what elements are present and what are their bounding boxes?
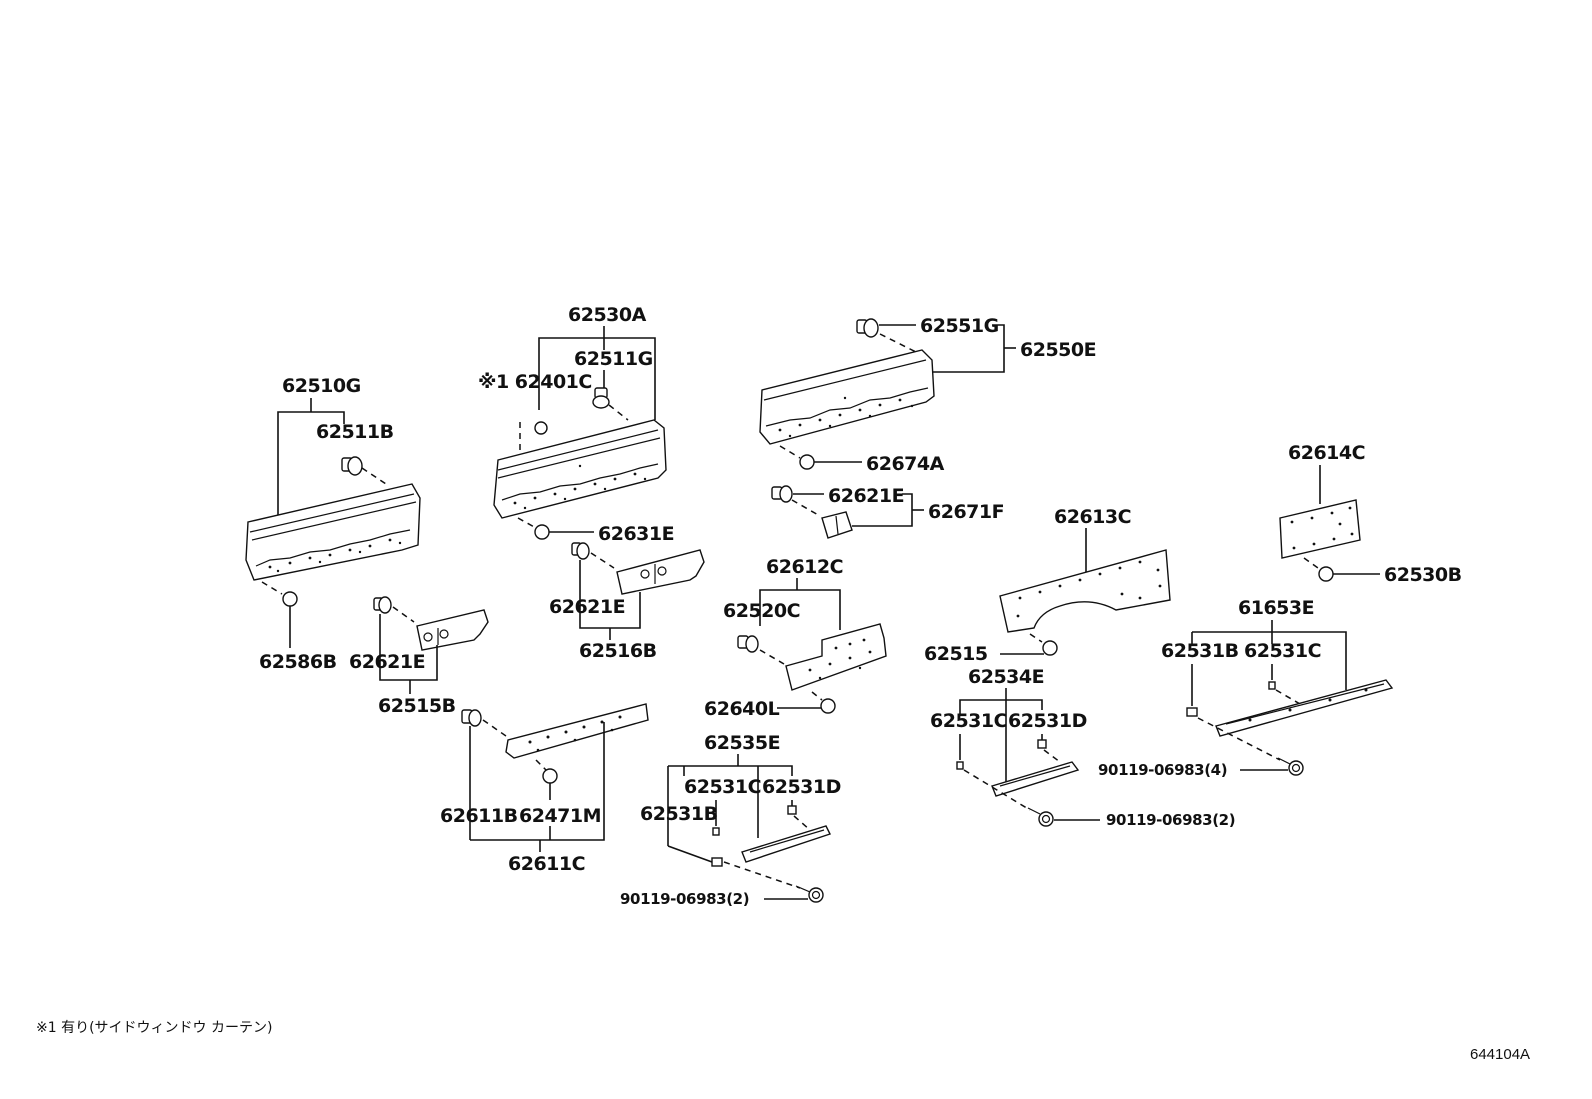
clip-62401c-icon [534, 421, 548, 435]
trim-panel-62550e [759, 349, 935, 445]
clip-62511g-icon [592, 387, 610, 409]
part-label-62531d-b[interactable]: 62531D [1008, 710, 1087, 732]
clip-62531b-a-icon [711, 857, 723, 867]
bolt-90119-a-icon [795, 885, 824, 903]
clip-62511b-icon [341, 456, 363, 476]
group-62612c: 62612C 62520C 62640L [704, 556, 887, 720]
group-62516b: 62621E 62516B [549, 542, 705, 662]
part-label-62531c-a[interactable]: 62531C [684, 776, 762, 798]
bracket-62671f [821, 511, 853, 539]
part-label-62510g[interactable]: 62510G [282, 375, 361, 397]
part-label-62621e-a[interactable]: 62621E [349, 651, 426, 673]
group-62614c: 62614C 62530B [1279, 442, 1462, 586]
part-label-62671f[interactable]: 62671F [928, 501, 1005, 523]
part-label-90119-b[interactable]: 90119-06983(2) [1106, 811, 1236, 829]
part-label-62674a[interactable]: 62674A [866, 453, 945, 475]
group-62671f: 62621E 62671F [771, 485, 1005, 539]
part-label-62530a[interactable]: 62530A [568, 304, 647, 326]
clip-62611b-icon [461, 709, 482, 727]
part-label-62401c[interactable]: ※1 62401C [478, 371, 592, 393]
part-label-62535e[interactable]: 62535E [704, 732, 781, 754]
part-label-62612c[interactable]: 62612C [766, 556, 844, 578]
moulding-strip-61653e [1215, 679, 1394, 737]
part-label-62611b[interactable]: 62611B [440, 805, 518, 827]
clip-62631e-icon [534, 524, 550, 540]
footnote: ※1 有り(サイドウィンドウ カーテン) [36, 1020, 273, 1036]
part-label-62586b[interactable]: 62586B [259, 651, 337, 673]
moulding-strip-62534e [991, 761, 1080, 797]
clip-62621e-icon [373, 596, 392, 614]
group-62534e: 62534E 62531C 62531D 90119-06983(2) [930, 666, 1236, 829]
moulding-strip-62535e [741, 825, 831, 863]
group-61653e: 61653E 62531B 62531C 90119-06983(4) [1098, 597, 1394, 779]
wheel-arch-panel-62613c [999, 549, 1171, 633]
part-label-62621e-c[interactable]: 62621E [828, 485, 905, 507]
clip-62471m-icon [542, 768, 558, 784]
part-label-62531b-a[interactable]: 62531B [640, 803, 718, 825]
part-label-62551g[interactable]: 62551G [920, 315, 999, 337]
part-label-62613c[interactable]: 62613C [1054, 506, 1132, 528]
clip-62621e-b-icon [571, 542, 590, 560]
part-label-62631e[interactable]: 62631E [598, 523, 675, 545]
part-label-62640l[interactable]: 62640L [704, 698, 780, 720]
trim-piece-62516b [616, 549, 705, 595]
part-label-62531c-c[interactable]: 62531C [1244, 640, 1322, 662]
part-label-62621e-b[interactable]: 62621E [549, 596, 626, 618]
group-62530a: 62530A 62511G ※1 62401C [478, 304, 675, 545]
diagram-code: 644104A [1470, 1046, 1531, 1063]
part-label-62511b[interactable]: 62511B [316, 421, 394, 443]
part-label-62531d-a[interactable]: 62531D [762, 776, 841, 798]
group-62550e: 62551G 62550E 62674A [759, 315, 1097, 475]
trim-panel-62510g [245, 483, 421, 581]
part-label-62550e[interactable]: 62550E [1020, 339, 1097, 361]
part-label-62530b[interactable]: 62530B [1384, 564, 1462, 586]
part-label-62516b[interactable]: 62516B [579, 640, 657, 662]
clip-62531c-b-icon [956, 761, 964, 770]
clip-62586b-icon [282, 591, 298, 607]
group-62611c: 62611B 62471M 62611C [440, 703, 649, 875]
part-label-62614c[interactable]: 62614C [1288, 442, 1366, 464]
clip-62621e-c-icon [771, 485, 793, 503]
part-label-62511g[interactable]: 62511G [574, 348, 653, 370]
clip-62531d-b-icon [1037, 739, 1047, 749]
trim-panel-62530a [493, 419, 667, 519]
part-label-62534e[interactable]: 62534E [968, 666, 1045, 688]
bolt-90119-b-icon [1027, 807, 1054, 827]
part-label-62471m[interactable]: 62471M [519, 805, 602, 827]
clip-62531b-b-icon [1186, 707, 1198, 717]
clip-62531c-c-icon [1268, 681, 1276, 690]
clip-62640l-icon [820, 698, 836, 714]
clip-62674a-icon [799, 454, 815, 470]
trim-piece-62515b [416, 609, 489, 651]
bolt-90119-c-icon [1277, 757, 1304, 776]
clip-62530b-icon [1318, 566, 1334, 582]
part-label-62515b[interactable]: 62515B [378, 695, 456, 717]
group-62535e: 62535E 62531C 62531D 62531B 90119-06983(… [620, 732, 841, 908]
clip-62531d-a-icon [787, 805, 797, 815]
part-label-90119-c[interactable]: 90119-06983(4) [1098, 761, 1228, 779]
trim-panel-62614c [1279, 499, 1361, 559]
group-62613c: 62613C 62515 [924, 506, 1171, 665]
part-label-62520c[interactable]: 62520C [723, 600, 801, 622]
trim-panel-62611c [505, 703, 649, 759]
trim-panel-62612c [785, 623, 887, 691]
part-label-62611c[interactable]: 62611C [508, 853, 586, 875]
clip-62515-icon [1042, 640, 1058, 656]
part-label-61653e[interactable]: 61653E [1238, 597, 1315, 619]
part-label-90119-a[interactable]: 90119-06983(2) [620, 890, 750, 908]
part-label-62531b-b[interactable]: 62531B [1161, 640, 1239, 662]
clip-62531c-a-icon [712, 827, 720, 836]
group-62510g: 62510G 62511B 62586B [245, 375, 421, 673]
group-62515b: 62621E 62515B [349, 596, 489, 717]
clip-62551g-icon [856, 318, 879, 338]
clip-62520c-icon [737, 635, 759, 653]
part-label-62515[interactable]: 62515 [924, 643, 988, 665]
part-label-62531c-b[interactable]: 62531C [930, 710, 1008, 732]
